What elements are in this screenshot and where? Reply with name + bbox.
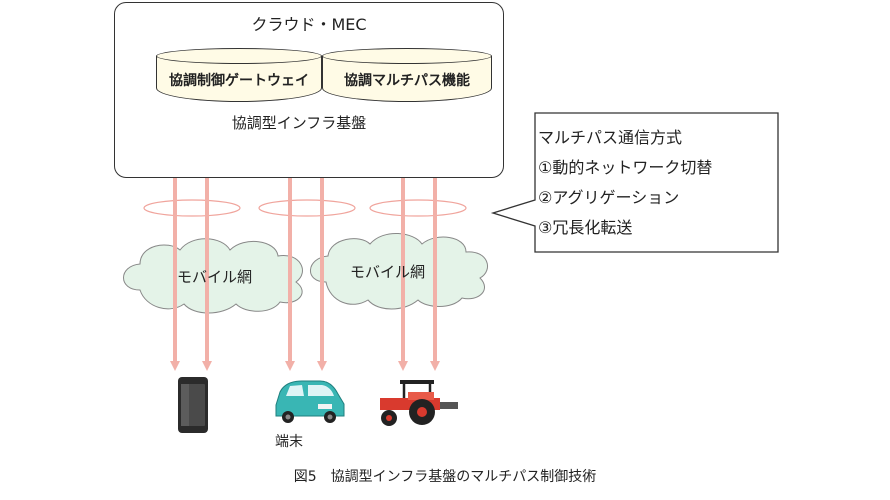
- callout-item-redundant: ③冗長化転送: [538, 218, 633, 237]
- halo-left: [143, 199, 241, 217]
- halo-right: [369, 199, 467, 217]
- callout-item-dynamic-switch: ①動的ネットワーク切替: [538, 158, 713, 177]
- coop-gateway-label: 協調制御ゲートウェイ: [169, 73, 309, 89]
- cylinder-coop-multipath: 協調マルチパス機能: [322, 48, 492, 104]
- callout-box: [490, 112, 779, 253]
- callout-item-aggregation: ②アグリゲーション: [538, 188, 680, 207]
- callout-title: マルチパス通信方式: [538, 128, 683, 147]
- coop-multipath-label: 協調マルチパス機能: [344, 73, 470, 89]
- figure-caption: 図5 協調型インフラ基盤のマルチパス制御技術: [293, 469, 597, 485]
- infra-platform-label: 協調型インフラ基盤: [231, 114, 367, 132]
- halo-center: [258, 199, 356, 217]
- tractor-icon: [380, 380, 458, 426]
- car-icon: [275, 380, 345, 423]
- mobile-network-label-left: モバイル網: [177, 268, 253, 286]
- wireless-halos: [143, 199, 467, 217]
- terminal-label: 端末: [275, 434, 303, 450]
- mobile-network-label-right: モバイル網: [350, 263, 426, 281]
- cylinder-coop-gateway: 協調制御ゲートウェイ: [156, 48, 322, 104]
- cloud-mec-title: クラウド・MEC: [251, 15, 367, 34]
- smartphone-icon: [178, 377, 208, 433]
- link-arrows: [170, 153, 440, 371]
